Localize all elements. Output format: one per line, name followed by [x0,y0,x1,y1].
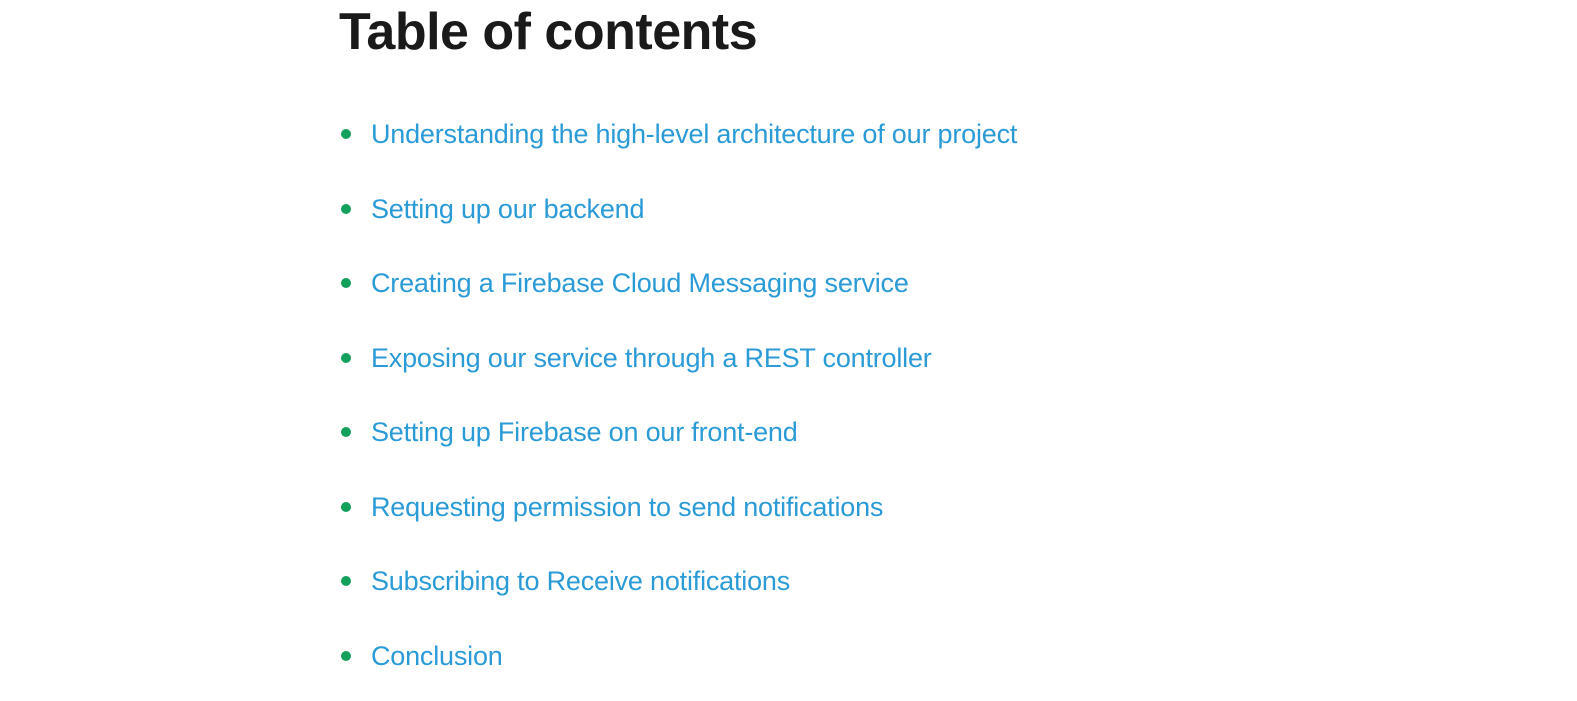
bullet-dot-icon [341,129,351,139]
toc-link[interactable]: Requesting permission to send notificati… [371,491,884,522]
toc-list-item: Understanding the high-level architectur… [341,117,1017,151]
toc-list-item: Setting up our backend [341,192,1017,226]
toc-list-item: Setting up Firebase on our front-end [341,415,1017,449]
bullet-dot-icon [341,576,351,586]
toc-link[interactable]: Conclusion [371,640,503,671]
toc-link[interactable]: Creating a Firebase Cloud Messaging serv… [371,268,909,298]
bullet-dot-icon [341,501,351,512]
toc-list-item: Subscribing to Receive notifications [341,564,1017,598]
bullet-dot-icon [341,352,351,363]
toc-link[interactable]: Understanding the high-level architectur… [371,119,1018,149]
toc-list: Understanding the high-level architectur… [341,117,1017,701]
toc-link[interactable]: Subscribing to Receive notifications [371,566,791,596]
bullet-dot-icon [341,650,351,661]
table-of-contents-heading: Table of contents [339,3,758,61]
toc-list-item: Requesting permission to send notificati… [341,490,1017,524]
bullet-dot-icon [341,427,351,437]
toc-list-item: Exposing our service through a REST cont… [341,341,1017,375]
toc-link[interactable]: Setting up our backend [371,193,645,224]
bullet-dot-icon [341,278,351,288]
toc-link[interactable]: Exposing our service through a REST cont… [371,342,932,373]
bullet-dot-icon [341,203,351,214]
toc-link[interactable]: Setting up Firebase on our front-end [371,417,798,447]
toc-list-item: Creating a Firebase Cloud Messaging serv… [341,266,1017,300]
toc-list-item: Conclusion [341,639,1017,673]
